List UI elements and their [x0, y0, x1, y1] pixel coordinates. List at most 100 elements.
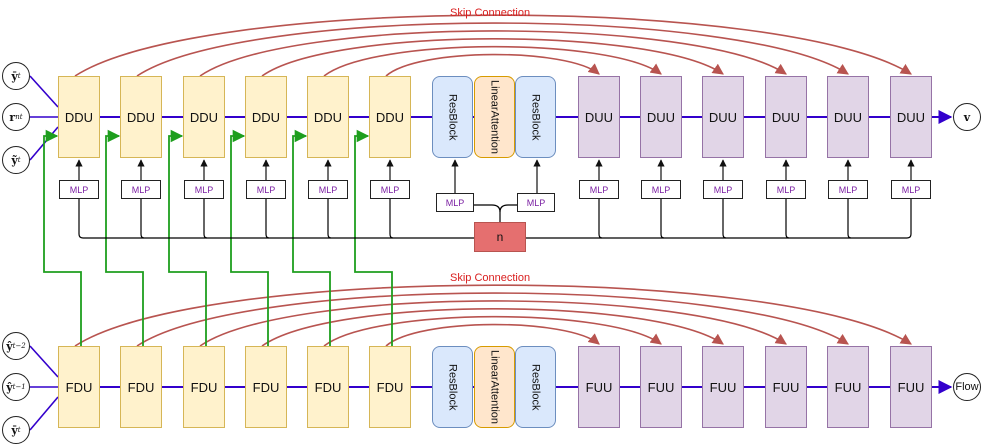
bottom-encoder-block-6-label: FDU	[376, 379, 404, 395]
top-skip-arc-1	[74, 14, 912, 77]
top-decoder-block-4-label: DUU	[771, 109, 801, 125]
bottom-mid-block-3-label: ResBlock	[529, 363, 542, 411]
green-link-3	[168, 129, 207, 346]
bottom-input-1-superscript: t−2	[12, 342, 26, 350]
mlp-drop-8	[660, 199, 665, 239]
mlp-drop-9	[722, 199, 727, 239]
top-decoder-block-3-label: DUU	[708, 109, 738, 125]
mlp-block-6: MLP	[370, 180, 410, 199]
green-link-4	[230, 129, 269, 346]
bottom-decoder-block-2-label: FUU	[647, 379, 675, 395]
green-link-6	[354, 129, 393, 346]
bottom-output: Flow	[953, 373, 981, 401]
mlp-drop-6	[389, 199, 394, 239]
green-link-5	[292, 129, 331, 346]
top-mid-block-2-label: LinearAttention	[488, 80, 501, 154]
mlp-block-5: MLP	[308, 180, 348, 199]
top-decoder-block-1-label: DUU	[584, 109, 614, 125]
bottom-decoder-block-2: FUU	[640, 346, 682, 428]
mlp-drop-2	[140, 199, 145, 239]
bottom-encoder-block-3: FDU	[183, 346, 225, 428]
bottom-decoder-block-1-label: FUU	[585, 379, 613, 395]
mlp-block-12: MLP	[891, 180, 931, 199]
mlp-drop-3	[203, 199, 208, 239]
bottom-encoder-block-5-label: FDU	[314, 379, 342, 395]
green-link-2	[105, 129, 144, 346]
bottom-decoder-block-6-label: FUU	[897, 379, 925, 395]
bottom-encoder-block-6: FDU	[369, 346, 411, 428]
mlp-drop-4	[265, 199, 270, 239]
bottom-input-2-superscript: t−1	[12, 383, 26, 391]
top-encoder-block-4: DDU	[245, 76, 287, 158]
bottom-encoder-block-2-label: FDU	[127, 379, 155, 395]
top-input-1-superscript: t	[17, 72, 21, 80]
bottom-decoder-block-4-label: FUU	[772, 379, 800, 395]
bottom-encoder-block-1: FDU	[58, 346, 100, 428]
top-input-3-symbol: ỹ	[11, 153, 18, 167]
top-output-text: v	[963, 110, 971, 124]
top-decoder-block-2: DUU	[640, 76, 682, 158]
top-encoder-block-4-label: DDU	[251, 109, 281, 125]
bottom-encoder-block-4: FDU	[245, 346, 287, 428]
top-encoder-block-1-label: DDU	[64, 109, 94, 125]
bottom-input-3-symbol: ȳ	[11, 423, 18, 437]
green-link-1	[43, 129, 82, 346]
top-mid-block-1: ResBlock	[432, 76, 473, 158]
bottom-skip-connection-label: Skip Connection	[450, 272, 531, 284]
mid-mlp-block-1: MLP	[436, 193, 474, 212]
bottom-decoder-block-5-label: FUU	[834, 379, 862, 395]
bottom-mid-block-1: ResBlock	[432, 346, 473, 428]
top-skip-arc-2	[136, 22, 849, 77]
mlp-drop-7	[598, 199, 603, 239]
bottom-mid-block-2: LinearAttention	[474, 346, 515, 428]
top-decoder-block-6: DUU	[890, 76, 932, 158]
bottom-mid-block-1-label: ResBlock	[446, 363, 459, 411]
bottom-input-2-symbol: ŷ	[6, 380, 13, 394]
mlp-block-4: MLP	[246, 180, 286, 199]
top-input-1-symbol: ȳ	[11, 69, 18, 83]
bottom-decoder-block-5: FUU	[827, 346, 869, 428]
mlp-block-8: MLP	[641, 180, 681, 199]
bottom-input-line-3	[29, 396, 59, 431]
bottom-mid-block-2-label: LinearAttention	[488, 350, 501, 424]
bottom-encoder-block-2: FDU	[120, 346, 162, 428]
mlp-drop-11	[847, 199, 852, 239]
top-output: v	[953, 103, 981, 131]
top-decoder-block-6-label: DUU	[896, 109, 926, 125]
mlp-block-2: MLP	[121, 180, 161, 199]
top-decoder-block-1: DUU	[578, 76, 620, 158]
bottom-encoder-block-1-label: FDU	[65, 379, 93, 395]
top-encoder-block-6-label: DDU	[375, 109, 405, 125]
top-mid-block-1-label: ResBlock	[446, 93, 459, 141]
top-encoder-block-3-label: DDU	[189, 109, 219, 125]
bottom-skip-arc-4	[261, 308, 724, 347]
top-skip-arc-3	[199, 30, 787, 77]
mlp-block-3: MLP	[184, 180, 224, 199]
top-encoder-block-2-label: DDU	[126, 109, 156, 125]
top-mid-block-3-label: ResBlock	[529, 93, 542, 141]
bottom-input-line-1	[29, 345, 59, 378]
mlp-block-7: MLP	[579, 180, 619, 199]
bottom-skip-arc-3	[199, 300, 787, 347]
top-encoder-block-5: DDU	[307, 76, 349, 158]
top-skip-connection-label: Skip Connection	[450, 7, 531, 19]
bottom-decoder-block-4: FUU	[765, 346, 807, 428]
bottom-decoder-block-3-label: FUU	[709, 379, 737, 395]
top-decoder-block-5: DUU	[827, 76, 869, 158]
top-decoder-block-4: DUU	[765, 76, 807, 158]
bottom-decoder-block-3: FUU	[702, 346, 744, 428]
mlp-drop-5	[327, 199, 332, 239]
top-input-2-superscript: t	[19, 113, 23, 121]
bottom-mid-block-3: ResBlock	[515, 346, 556, 428]
top-skip-arc-6	[385, 53, 600, 77]
bottom-input-1-symbol: ŷ	[6, 339, 13, 353]
top-encoder-block-5-label: DDU	[313, 109, 343, 125]
top-encoder-block-2: DDU	[120, 76, 162, 158]
